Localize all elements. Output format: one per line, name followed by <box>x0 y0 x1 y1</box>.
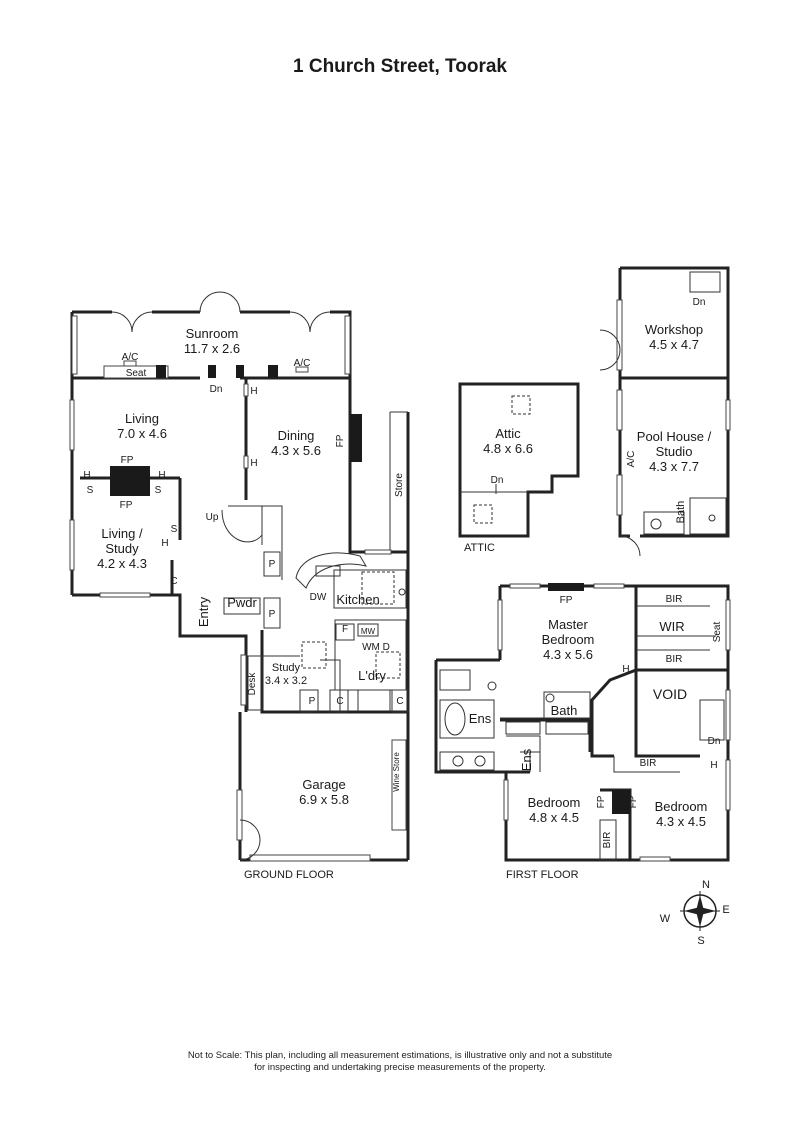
compass-e: E <box>722 904 729 916</box>
study-name: Study <box>272 662 301 674</box>
bedroom2-size: 4.8 x 4.5 <box>529 810 579 825</box>
ens1-name: Ens <box>469 711 492 726</box>
c-label: C <box>396 696 403 707</box>
kitchen-name: Kitchen <box>336 592 379 607</box>
dw-label: DW <box>310 592 327 603</box>
dn-label: Dn <box>693 297 706 308</box>
master-name1: Master <box>548 617 588 632</box>
attic-walls <box>458 382 580 538</box>
s-label: S <box>87 485 94 496</box>
living-study-name2: Study <box>105 541 139 556</box>
sunroom-size: 11.7 x 2.6 <box>184 341 240 356</box>
fp-label: FP <box>121 455 134 466</box>
first-floor-label: FIRST FLOOR <box>506 869 579 881</box>
compass-icon <box>680 891 720 931</box>
dining-size: 4.3 x 5.6 <box>271 443 321 458</box>
s-label: S <box>171 524 178 535</box>
c-label: C <box>336 696 343 707</box>
bir-label: BIR <box>602 832 613 849</box>
workshop-name: Workshop <box>645 322 703 337</box>
disclaimer-line2: for inspecting and undertaking precise m… <box>254 1062 546 1073</box>
bath-name: Bath <box>551 703 578 718</box>
wine-store-label: Wine Store <box>392 752 401 792</box>
ac-label: A/C <box>626 451 637 468</box>
h-label: H <box>622 664 629 675</box>
attic-name: Attic <box>495 426 521 441</box>
attic-size: 4.8 x 6.6 <box>483 441 533 456</box>
compass-s: S <box>697 935 704 947</box>
h-label: H <box>250 386 257 397</box>
bir-label: BIR <box>666 654 683 665</box>
pool-house-name1: Pool House / <box>637 429 712 444</box>
disclaimer-line1: Not to Scale: This plan, including all m… <box>187 1050 613 1061</box>
h-label: H <box>710 760 717 771</box>
living-name: Living <box>125 411 159 426</box>
up-label: Up <box>206 512 219 523</box>
bir-label: BIR <box>640 758 657 769</box>
master-name2: Bedroom <box>542 632 595 647</box>
dining-name: Dining <box>278 428 315 443</box>
master-size: 4.3 x 5.6 <box>543 647 593 662</box>
h-label: H <box>83 470 90 481</box>
c-label: C <box>170 576 177 587</box>
fp-label: FP <box>335 434 346 447</box>
outbuilding-walls <box>599 266 731 557</box>
h-label: H <box>161 538 168 549</box>
garage-name: Garage <box>302 777 345 792</box>
fp-label: FP <box>596 795 607 808</box>
p-label: P <box>269 559 276 570</box>
wir-name: WIR <box>659 619 684 634</box>
void-name: VOID <box>653 686 687 702</box>
attic-floor-label: ATTIC <box>464 542 495 554</box>
laundry-name: L'dry <box>358 668 386 683</box>
page-title: 1 Church Street, Toorak <box>293 56 507 77</box>
desk-label: Desk <box>247 672 258 696</box>
ac-label: A/C <box>294 358 311 369</box>
living-size: 7.0 x 4.6 <box>117 426 167 441</box>
garage-size: 6.9 x 5.8 <box>299 792 349 807</box>
f-label: F <box>342 624 348 635</box>
compass-n: N <box>702 879 710 891</box>
s-label: S <box>155 485 162 496</box>
entry-name: Entry <box>196 596 211 627</box>
fp-label: FP <box>120 500 133 511</box>
bedroom3-name: Bedroom <box>655 799 708 814</box>
ens2-name: Ens <box>519 748 534 771</box>
pool-house-name2: Studio <box>656 444 693 459</box>
wmd-label: WM D <box>362 642 390 653</box>
ac-label: A/C <box>122 352 139 363</box>
bedroom2-name: Bedroom <box>528 795 581 810</box>
bir-label: BIR <box>666 594 683 605</box>
powder-name: Pwdr <box>227 595 257 610</box>
p-label: P <box>269 609 276 620</box>
seat-label: Seat <box>712 621 723 642</box>
living-study-size: 4.2 x 4.3 <box>97 556 147 571</box>
disclaimer: Not to Scale: This plan, including all m… <box>0 1050 800 1074</box>
store-label: Store <box>394 473 405 497</box>
fp-label: FP <box>628 795 639 808</box>
pool-house-size: 4.3 x 7.7 <box>649 459 699 474</box>
sunroom-name: Sunroom <box>186 326 239 341</box>
bedroom3-size: 4.3 x 4.5 <box>656 814 706 829</box>
study-size: 3.4 x 3.2 <box>265 675 307 687</box>
living-study-name1: Living / <box>101 526 143 541</box>
compass-w: W <box>660 913 671 925</box>
dn-label: Dn <box>491 475 504 486</box>
mw-label: MW <box>361 627 376 636</box>
bath-label: Bath <box>675 501 687 524</box>
h-label: H <box>250 458 257 469</box>
p-label: P <box>309 696 316 707</box>
ground-floor-label: GROUND FLOOR <box>244 869 334 881</box>
first-floor-walls <box>434 583 731 862</box>
workshop-size: 4.5 x 4.7 <box>649 337 699 352</box>
h-label: H <box>158 470 165 481</box>
dn-label: Dn <box>210 384 223 395</box>
fp-label: FP <box>560 595 573 606</box>
ground-floor-walls <box>69 291 410 862</box>
seat-label: Seat <box>126 368 147 379</box>
dn-label: Dn <box>708 736 721 747</box>
